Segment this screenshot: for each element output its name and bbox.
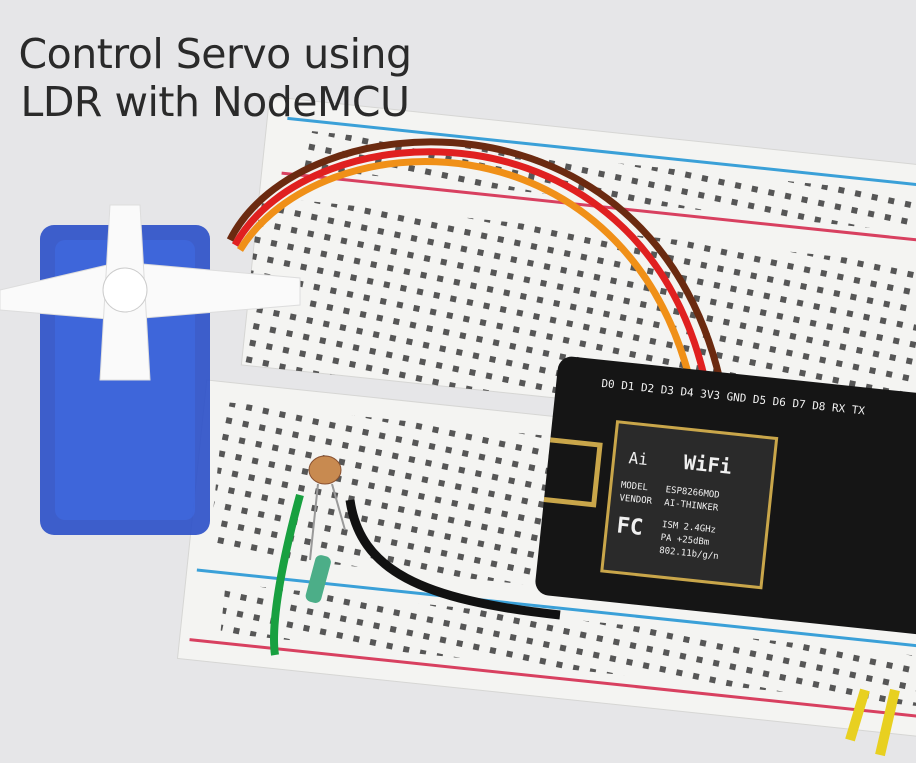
resistor — [305, 555, 331, 603]
servo-wires — [226, 138, 724, 381]
green-wire — [270, 493, 304, 656]
title-line-1: Control Servo using — [18, 30, 412, 78]
fcc-logo: FC — [615, 513, 644, 541]
wifi-logo: WiFi — [682, 450, 732, 479]
yellow-wires — [845, 688, 900, 757]
ai-logo: Ai — [628, 448, 649, 469]
title-overlay: Control Servo using LDR with NodeMCU — [10, 30, 420, 126]
model-label: MODEL — [620, 480, 648, 493]
nodemcu-board: WiFi Ai MODEL ESP8266MOD VENDOR AI-THINK… — [535, 356, 916, 637]
black-wire — [345, 499, 561, 620]
title-line-2: LDR with NodeMCU — [20, 78, 410, 126]
servo-motor — [0, 204, 301, 535]
vendor-label: VENDOR — [619, 493, 653, 506]
ldr-sensor — [308, 455, 346, 561]
